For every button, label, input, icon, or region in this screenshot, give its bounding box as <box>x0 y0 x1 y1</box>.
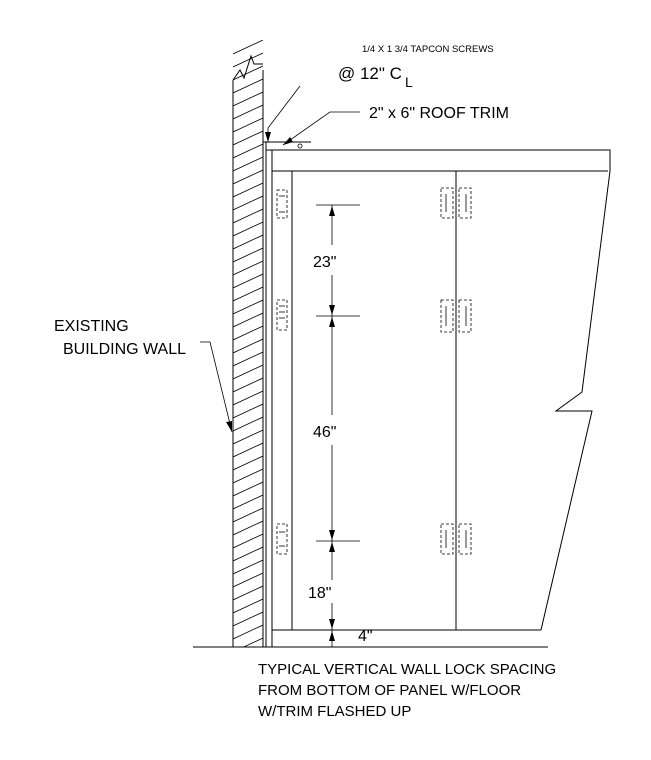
spacing-subscript: L <box>405 74 413 90</box>
wall-label-line2: BUILDING WALL <box>63 341 186 358</box>
dimension-4: 4" <box>358 628 373 645</box>
wall-lock-left-mid <box>276 299 288 331</box>
wall-break-line <box>232 54 263 81</box>
note-line-1: TYPICAL VERTICAL WALL LOCK SPACING <box>258 661 556 678</box>
wall-lock-left-top <box>276 189 288 219</box>
wall-panel <box>265 149 611 647</box>
dim-arrow <box>329 619 335 629</box>
note-line-2: FROM BOTTOM OF PANEL W/FLOOR <box>258 682 521 699</box>
leader-lines <box>200 85 360 433</box>
screws-leader <box>267 85 301 142</box>
wall-lock-center-top <box>440 187 472 219</box>
dimension-lines <box>316 204 360 647</box>
existing-building-wall <box>232 40 264 647</box>
wall-label-line1: EXISTING <box>54 318 129 335</box>
dimension-18: 18" <box>308 585 331 602</box>
wall-lock-left-low <box>276 523 288 555</box>
dimension-46: 46" <box>313 424 336 441</box>
roof-trim-leader <box>282 111 360 146</box>
dim-arrow <box>329 305 335 315</box>
wall-lock-clips <box>276 187 472 555</box>
spacing-label: @ 12" C <box>338 64 402 83</box>
dim-arrow <box>329 530 335 540</box>
dimension-23: 23" <box>313 254 336 271</box>
roof-trim-label: 2" x 6" ROOF TRIM <box>369 105 509 122</box>
wall-leader <box>200 341 233 433</box>
screws-label: 1/4 X 1 3/4 TAPCON SCREWS <box>362 44 494 55</box>
dim-arrow <box>329 206 335 216</box>
note-line-3: W/TRIM FLASHED UP <box>258 703 411 720</box>
dim-arrow <box>329 542 335 552</box>
wall-lock-center-low <box>440 523 472 555</box>
dim-arrow <box>329 317 335 327</box>
wall-lock-center-mid <box>440 299 472 333</box>
dim-arrow <box>329 631 335 641</box>
